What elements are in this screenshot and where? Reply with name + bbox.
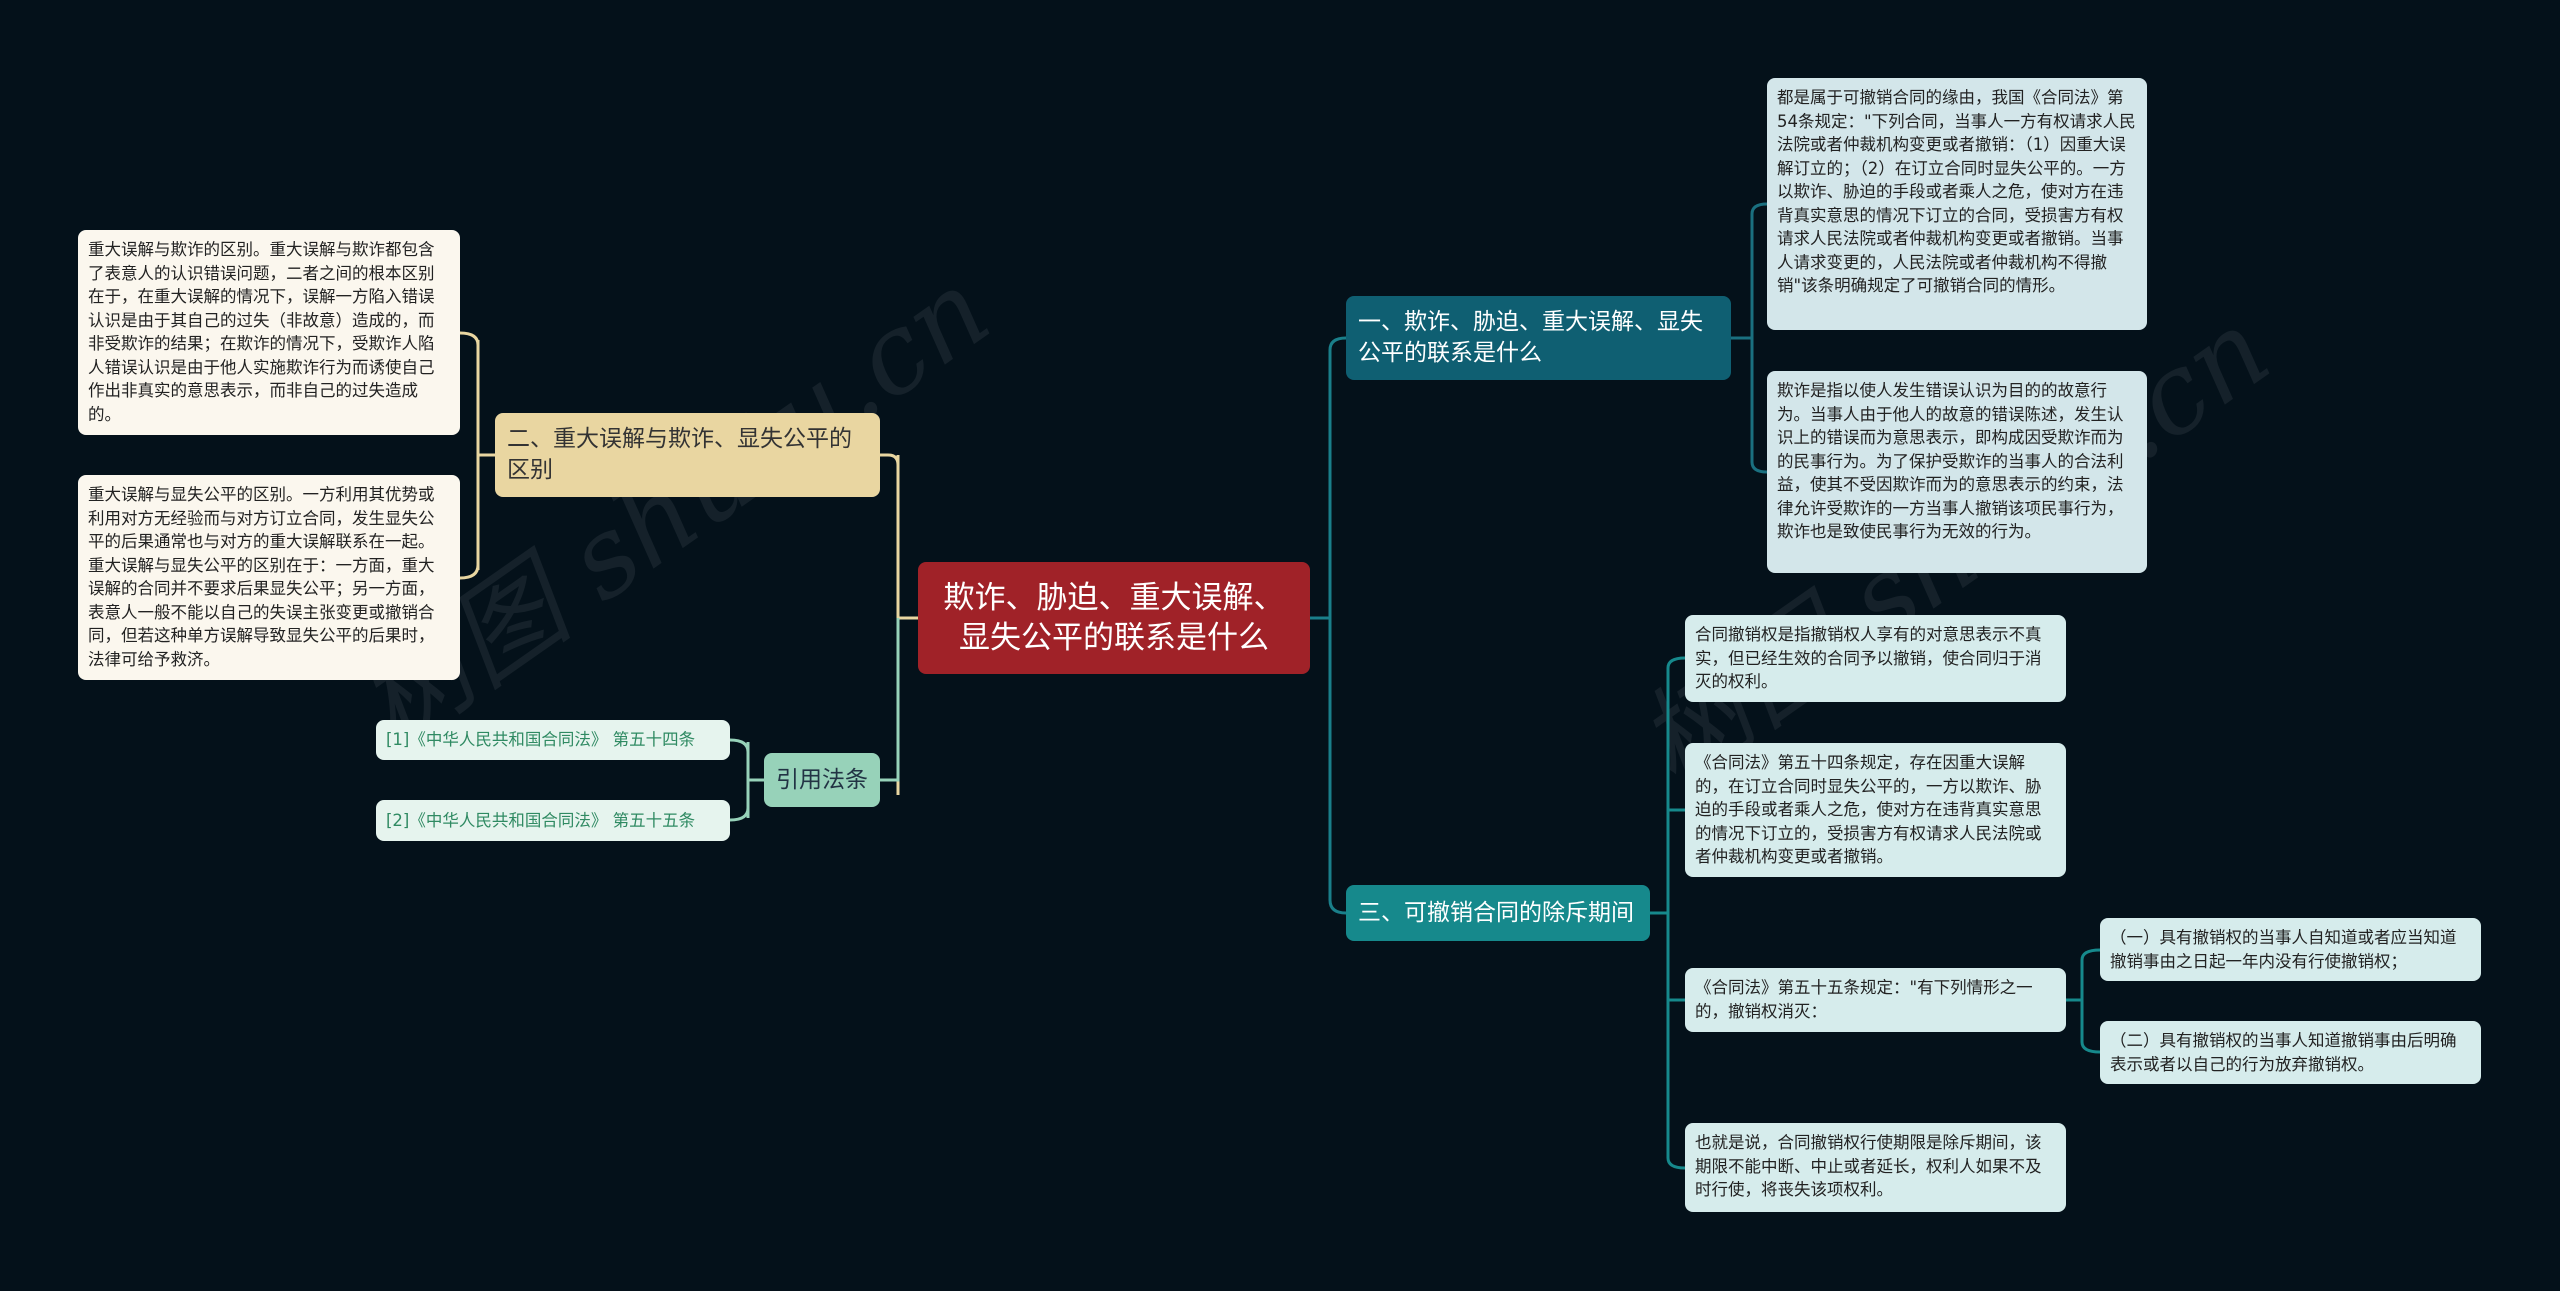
leaf-article-55-rule[interactable]: 《合同法》第五十五条规定："有下列情形之一的，撤销权消灭： bbox=[1685, 968, 2066, 1032]
leaf-text: （一）具有撤销权的当事人自知道或者应当知道撤销事由之日起一年内没有行使撤销权； bbox=[2110, 928, 2457, 971]
leaf-fraud-definition[interactable]: 欺诈是指以使人发生错误认识为目的的故意行为。当事人由于他人的故意的错误陈述，发生… bbox=[1767, 371, 2147, 573]
branch-relation[interactable]: 一、欺诈、胁迫、重大误解、显失公平的联系是什么 bbox=[1346, 296, 1731, 380]
leaf-text: 重大误解与欺诈的区别。重大误解与欺诈都包含了表意人的认识错误问题，二者之间的根本… bbox=[88, 240, 435, 424]
root-title: 欺诈、胁迫、重大误解、显失公平的联系是什么 bbox=[943, 580, 1285, 656]
leaf-text: 都是属于可撤销合同的缘由，我国《合同法》第54条规定："下列合同，当事人一方有权… bbox=[1777, 88, 2136, 295]
leaf-condition-two[interactable]: （二）具有撤销权的当事人知道撤销事由后明确表示或者以自己的行为放弃撤销权。 bbox=[2100, 1021, 2481, 1084]
leaf-revocation-right[interactable]: 合同撤销权是指撤销权人享有的对意思表示不真实，但已经生效的合同予以撤销，使合同归… bbox=[1685, 615, 2066, 702]
leaf-text: （二）具有撤销权的当事人知道撤销事由后明确表示或者以自己的行为放弃撤销权。 bbox=[2110, 1031, 2457, 1074]
branch-label: 引用法条 bbox=[776, 766, 868, 793]
leaf-text: 《合同法》第五十五条规定："有下列情形之一的，撤销权消灭： bbox=[1695, 978, 2033, 1021]
leaf-condition-one[interactable]: （一）具有撤销权的当事人自知道或者应当知道撤销事由之日起一年内没有行使撤销权； bbox=[2100, 918, 2481, 981]
connector bbox=[2066, 948, 2101, 1054]
leaf-text: 合同撤销权是指撤销权人享有的对意思表示不真实，但已经生效的合同予以撤销，使合同归… bbox=[1695, 625, 2042, 691]
branch-difference[interactable]: 二、重大误解与欺诈、显失公平的区别 bbox=[495, 413, 880, 497]
connector bbox=[459, 331, 495, 580]
leaf-text: 《合同法》第五十四条规定，存在因重大误解的，在订立合同时显失公平的，一方以欺诈、… bbox=[1695, 753, 2042, 866]
leaf-text: 重大误解与显失公平的区别。一方利用其优势或利用对方无经验而与对方订立合同，发生显… bbox=[88, 485, 435, 669]
leaf-article-54-rule[interactable]: 《合同法》第五十四条规定，存在因重大误解的，在订立合同时显失公平的，一方以欺诈、… bbox=[1685, 743, 2066, 877]
branch-label: 一、欺诈、胁迫、重大误解、显失公平的联系是什么 bbox=[1358, 309, 1703, 366]
leaf-article-54[interactable]: 都是属于可撤销合同的缘由，我国《合同法》第54条规定："下列合同，当事人一方有权… bbox=[1767, 78, 2147, 330]
leaf-text: 欺诈是指以使人发生错误认识为目的的故意行为。当事人由于他人的故意的错误陈述，发生… bbox=[1777, 381, 2124, 541]
ref-item[interactable]: [2]《中华人民共和国合同法》 第五十五条 bbox=[376, 800, 730, 841]
branch-cited-laws[interactable]: 引用法条 bbox=[764, 753, 880, 807]
leaf-exclusion-summary[interactable]: 也就是说，合同撤销权行使期限是除斥期间，该期限不能中断、中止或者延长，权利人如果… bbox=[1685, 1123, 2066, 1212]
ref-item[interactable]: [1]《中华人民共和国合同法》 第五十四条 bbox=[376, 720, 730, 760]
connector bbox=[1650, 656, 1686, 1170]
ref-text: [2]《中华人民共和国合同法》 第五十五条 bbox=[386, 811, 696, 830]
root-topic[interactable]: 欺诈、胁迫、重大误解、显失公平的联系是什么 bbox=[918, 562, 1310, 674]
ref-text: [1]《中华人民共和国合同法》 第五十四条 bbox=[386, 730, 696, 749]
connector bbox=[880, 618, 900, 782]
connector bbox=[729, 738, 764, 822]
connector bbox=[1310, 336, 1347, 915]
leaf-fraud-difference[interactable]: 重大误解与欺诈的区别。重大误解与欺诈都包含了表意人的认识错误问题，二者之间的根本… bbox=[78, 230, 460, 435]
leaf-unfairness-difference[interactable]: 重大误解与显失公平的区别。一方利用其优势或利用对方无经验而与对方订立合同，发生显… bbox=[78, 475, 460, 680]
leaf-text: 也就是说，合同撤销权行使期限是除斥期间，该期限不能中断、中止或者延长，权利人如果… bbox=[1695, 1133, 2042, 1199]
branch-label: 三、可撤销合同的除斥期间 bbox=[1358, 899, 1634, 926]
branch-label: 二、重大误解与欺诈、显失公平的区别 bbox=[507, 426, 852, 483]
branch-exclusion-period[interactable]: 三、可撤销合同的除斥期间 bbox=[1346, 885, 1650, 941]
connector bbox=[1731, 202, 1768, 474]
